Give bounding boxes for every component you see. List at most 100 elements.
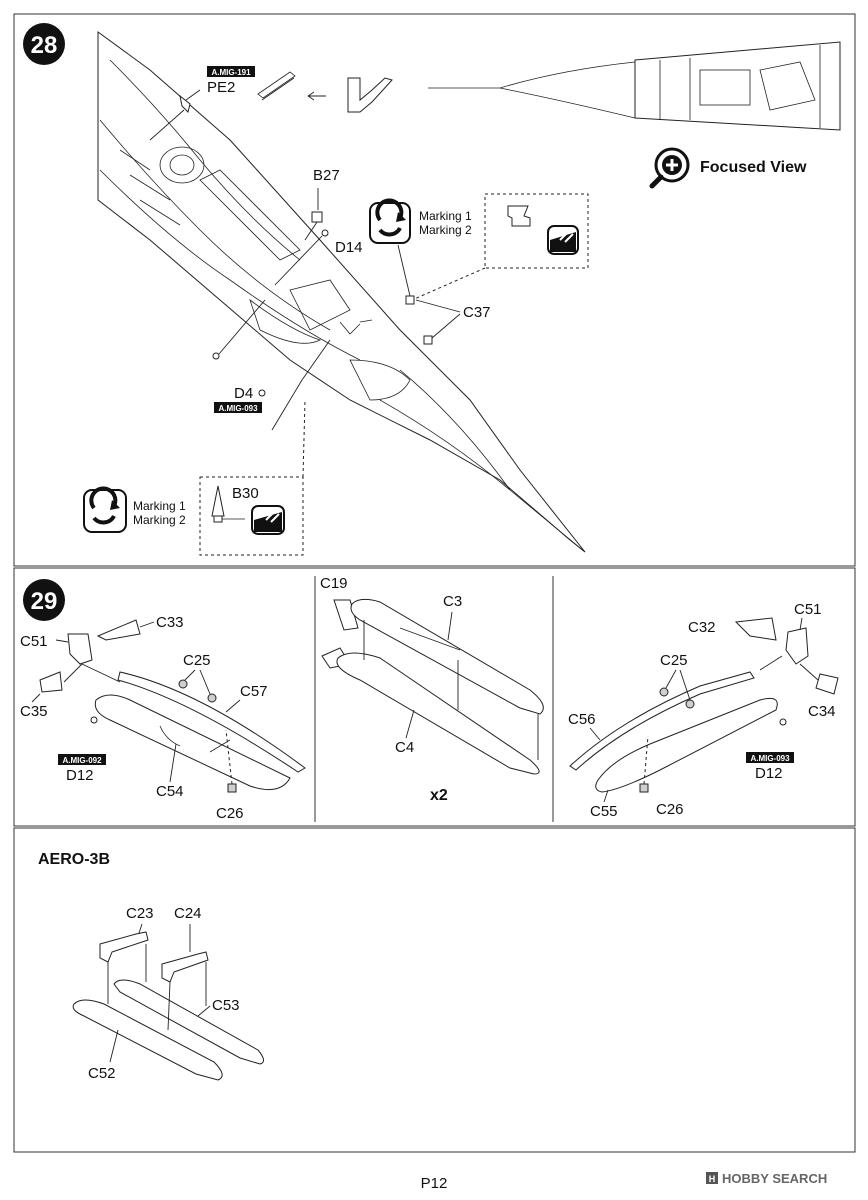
part-c4 bbox=[336, 652, 540, 775]
pe2-part-tag-text: A.MIG-191 bbox=[211, 68, 251, 77]
label-c37: C37 bbox=[463, 304, 491, 321]
label-b27: B27 bbox=[313, 167, 340, 184]
part-c37-a bbox=[405, 295, 415, 305]
svg-text:H: H bbox=[709, 1174, 716, 1184]
step-29-panel bbox=[13, 567, 856, 827]
label-c34: C34 bbox=[808, 703, 836, 720]
d4-part-tag-text: A.MIG-093 bbox=[218, 404, 258, 413]
step-28-panel bbox=[13, 13, 856, 567]
label-c3: C3 bbox=[443, 593, 462, 610]
marking-swatch-b30 bbox=[251, 505, 285, 535]
label-c53: C53 bbox=[212, 997, 240, 1014]
right-d12-part-tag-text: A.MIG-093 bbox=[750, 754, 790, 763]
part-left-c51 bbox=[67, 633, 93, 665]
step-28-badge bbox=[23, 23, 65, 65]
label-c4: C4 bbox=[395, 739, 414, 756]
part-d4-b bbox=[258, 389, 266, 397]
marking-b-1: Marking 1 bbox=[133, 499, 186, 513]
step-29-number: 29 bbox=[31, 588, 58, 615]
label-left-d12: D12 bbox=[66, 767, 94, 784]
part-c37-b bbox=[423, 335, 433, 345]
part-c56 bbox=[569, 671, 755, 771]
marking-a-1: Marking 1 bbox=[419, 209, 472, 223]
label-right-c26: C26 bbox=[656, 801, 684, 818]
label-c33: C33 bbox=[156, 614, 184, 631]
nose-probe-overview bbox=[428, 41, 841, 131]
marking-b-2: Marking 2 bbox=[133, 513, 186, 527]
label-c56: C56 bbox=[568, 711, 596, 728]
part-c54 bbox=[94, 694, 291, 791]
label-c32: C32 bbox=[688, 619, 716, 636]
part-c55 bbox=[595, 697, 778, 793]
left-d12-part-tag bbox=[58, 754, 106, 765]
aero-title: AERO-3B bbox=[38, 851, 110, 868]
part-left-c25-b bbox=[207, 693, 217, 703]
label-c23: C23 bbox=[126, 905, 154, 922]
label-d14: D14 bbox=[335, 239, 363, 256]
part-c53 bbox=[113, 979, 264, 1065]
label-right-c25: C25 bbox=[660, 652, 688, 669]
label-c19: C19 bbox=[320, 575, 348, 592]
part-right-c51 bbox=[785, 627, 809, 665]
pe2-part-tag bbox=[207, 66, 255, 77]
aero-panel bbox=[13, 827, 856, 1153]
c37-detail-box bbox=[411, 193, 589, 301]
label-left-c26: C26 bbox=[216, 805, 244, 822]
part-c37-detail bbox=[507, 205, 531, 227]
part-c52 bbox=[72, 999, 223, 1081]
part-c24 bbox=[161, 951, 209, 983]
label-c55: C55 bbox=[590, 803, 618, 820]
part-right-c25-a bbox=[659, 687, 669, 697]
part-c3 bbox=[350, 598, 544, 715]
part-right-d12 bbox=[779, 718, 787, 726]
b30-detail-box bbox=[199, 399, 306, 556]
label-c52: C52 bbox=[88, 1065, 116, 1082]
marking-icon-a bbox=[369, 198, 411, 244]
part-c33 bbox=[96, 619, 141, 641]
part-b27 bbox=[311, 211, 323, 223]
part-c23 bbox=[99, 931, 149, 963]
part-right-c25-b bbox=[685, 699, 695, 709]
label-pe2: PE2 bbox=[207, 79, 235, 96]
label-c57: C57 bbox=[240, 683, 268, 700]
left-d12-part-tag-text: A.MIG-092 bbox=[62, 756, 102, 765]
multiplier-x2: x2 bbox=[430, 787, 448, 804]
pe2-bracket-detail bbox=[347, 77, 393, 113]
label-b30: B30 bbox=[232, 485, 259, 502]
part-right-c26 bbox=[639, 783, 649, 793]
fuselage-drawing bbox=[97, 31, 586, 553]
label-right-d12: D12 bbox=[755, 765, 783, 782]
part-left-c25-a bbox=[178, 679, 188, 689]
focused-view-icon bbox=[649, 147, 690, 189]
part-d14 bbox=[321, 229, 329, 237]
label-c35: C35 bbox=[20, 703, 48, 720]
d4-part-tag bbox=[214, 402, 262, 413]
part-left-c26 bbox=[227, 783, 237, 793]
label-c24: C24 bbox=[174, 905, 202, 922]
part-d4-a bbox=[212, 352, 220, 360]
hobby-search-watermark: HOBBY SEARCH bbox=[722, 1171, 827, 1186]
focused-view-label: Focused View bbox=[700, 159, 807, 176]
part-c35 bbox=[39, 671, 63, 693]
part-pe2 bbox=[179, 94, 191, 113]
part-c34 bbox=[815, 673, 839, 695]
marking-a-2: Marking 2 bbox=[419, 223, 472, 237]
label-c54: C54 bbox=[156, 783, 184, 800]
label-left-c51: C51 bbox=[20, 633, 48, 650]
right-d12-part-tag bbox=[746, 752, 794, 763]
step-28-number: 28 bbox=[31, 32, 58, 59]
part-c32 bbox=[734, 617, 777, 641]
label-left-c25: C25 bbox=[183, 652, 211, 669]
part-left-d12 bbox=[90, 716, 98, 724]
part-c57 bbox=[117, 671, 306, 773]
marking-swatch-c37 bbox=[547, 225, 579, 255]
label-d4: D4 bbox=[234, 385, 253, 402]
part-b30 bbox=[211, 485, 225, 517]
hobby-search-logo-icon: H bbox=[706, 1172, 718, 1184]
marking-icon-b bbox=[83, 486, 127, 533]
label-right-c51: C51 bbox=[794, 601, 822, 618]
page-number: P12 bbox=[421, 1175, 448, 1192]
step-29-badge bbox=[23, 579, 65, 621]
